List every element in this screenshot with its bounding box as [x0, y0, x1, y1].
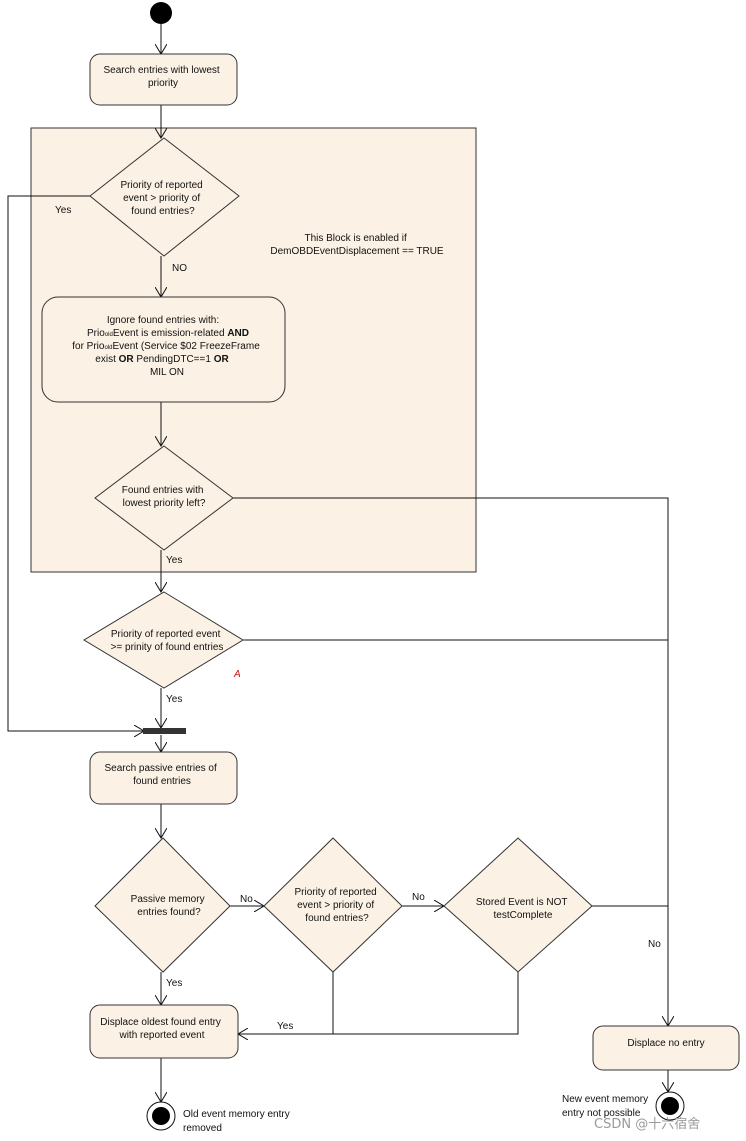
edge-label-yes-ge: Yes [166, 694, 182, 705]
decision-stored-line-1: Stored Event is NOT [476, 897, 568, 908]
decision-passive-line-1: Passive memory [131, 894, 205, 905]
ignore-entries-line-2: PriooldEvent is emission-related AND [87, 328, 249, 339]
search-lowest-line-1: Search entries with lowest [104, 65, 220, 76]
search-passive-node [89, 751, 238, 805]
flow-edges [7, 24, 668, 1102]
search-passive-line-2: found entries [133, 776, 191, 787]
decision-stored-line-2: testComplete [494, 910, 553, 921]
displace-oldest-node [89, 1004, 239, 1059]
svg-text:Search entries with lowest: Search entries with lowest priority [104, 65, 223, 89]
decision-priority-greater-equal [83, 591, 244, 689]
displace-none-node [592, 1025, 740, 1071]
annotation-marker: A [233, 669, 241, 680]
edge-label-no-right: No [648, 939, 661, 950]
decision-priority-greater-2 [263, 837, 403, 973]
ignore-entries-line-5: MIL ON [150, 367, 184, 378]
end-not-possible-line-2: entry not possible [562, 1108, 641, 1119]
svg-text:MIL ON: MIL ON [150, 367, 184, 378]
svg-text:This Block is enabled if D: This Block is enabled if DemOBDEventDisp… [270, 233, 444, 257]
end-node-not-possible [655, 1091, 685, 1121]
decision-found-entries-left [94, 445, 234, 551]
join-bar [143, 728, 186, 734]
svg-text:Priority of reported event: Priority of reported event > priority of… [294, 887, 379, 924]
edge-label-no-passive: No [240, 894, 253, 905]
decision-priority-greater-line-2: event > priority of [123, 193, 200, 204]
decision-priority-greater-line-1: Priority of reported [120, 180, 202, 191]
svg-text:Priority of reported event: Priority of reported event >= prinity of… [111, 629, 224, 653]
ignore-entries-node [41, 296, 286, 403]
svg-text:Priority of reported event: Priority of reported event > priority of… [120, 180, 205, 217]
decision-passive-line-2: entries found? [137, 907, 201, 918]
edge-label-no-top: NO [172, 263, 187, 274]
decision-priority-2-line-1: Priority of reported [294, 887, 376, 898]
ignore-entries-line-1: Ignore found entries with: [107, 315, 219, 326]
search-lowest-line-2: priority [148, 78, 178, 89]
watermark: CSDN @十六宿舍 [594, 1116, 700, 1132]
displace-none-label: Displace no entry [627, 1038, 704, 1049]
decision-found-left-line-1: Found entries with [122, 485, 204, 496]
edge-label-no-priority-2: No [412, 892, 425, 903]
decision-priority-greater [89, 137, 240, 257]
block-note-line-1: This Block is enabled if [304, 233, 406, 244]
ignore-entries-line-3: for PriooldEvent (Service $02 FreezeFram… [72, 341, 260, 352]
displace-oldest-line-1: Displace oldest found entry [100, 1017, 221, 1028]
edge-label-yes-merge: Yes [277, 1021, 293, 1032]
svg-text:Ignore found entries with:: Ignore found entries with: [107, 315, 219, 326]
svg-text:Passive memory entries fou: Passive memory entries found? [131, 894, 208, 918]
svg-text:Search passive entries of: Search passive entries of found entries [104, 763, 219, 787]
decision-priority-ge-line-1: Priority of reported event [111, 629, 221, 640]
block-note-line-2: DemOBDEventDisplacement == TRUE [270, 246, 444, 257]
search-passive-line-1: Search passive entries of [104, 763, 217, 774]
edge-label-yes-left: Yes [55, 205, 71, 216]
decision-priority-greater-line-3: found entries? [131, 206, 195, 217]
end-removed-line-2: removed [183, 1123, 222, 1134]
edge-label-yes-block-exit: Yes [166, 555, 182, 566]
edge-label-yes-passive: Yes [166, 978, 182, 989]
end-node-removed [146, 1101, 176, 1131]
decision-priority-2-line-3: found entries? [305, 913, 369, 924]
displace-oldest-line-2: with reported event [118, 1030, 204, 1041]
end-not-possible-line-1: New event memory [562, 1094, 648, 1105]
decision-passive-found [94, 837, 231, 973]
svg-text:Stored Event is NOT testCo: Stored Event is NOT testComplete [476, 897, 570, 921]
svg-text:New event memory entry not: New event memory entry not possible [562, 1094, 651, 1119]
start-node [150, 2, 172, 24]
decision-found-left-line-2: lowest priority left? [123, 498, 206, 509]
decision-priority-ge-line-2: >= prinity of found entries [111, 642, 224, 653]
end-removed-line-1: Old event memory entry [183, 1109, 290, 1120]
decision-priority-2-line-2: event > priority of [297, 900, 374, 911]
search-lowest-priority-node [89, 53, 238, 106]
decision-stored-event [443, 837, 593, 973]
ignore-entries-line-4: exist OR PendingDTC==1 OR [95, 354, 229, 365]
svg-text:Old event memory entry rem: Old event memory entry removed [183, 1109, 293, 1134]
svg-text:Found entries with lowest: Found entries with lowest priority left? [122, 485, 207, 509]
svg-text:Displace oldest found entry: Displace oldest found entry with reporte… [100, 1017, 223, 1041]
